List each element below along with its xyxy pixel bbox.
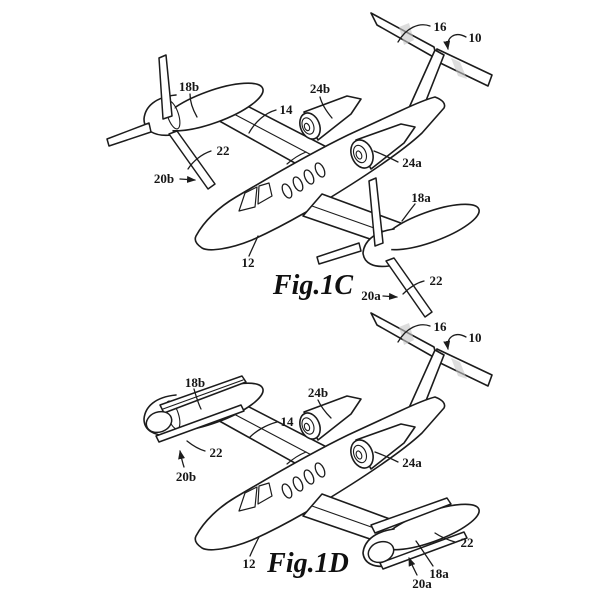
ref-label-22-left: 22 xyxy=(217,143,230,158)
ref-label-22-right: 22 xyxy=(430,273,443,288)
leader-line-12 xyxy=(248,235,259,257)
ref-label-20a: 20a xyxy=(361,288,381,303)
leader-line-12 xyxy=(249,536,260,557)
ref-label-12: 12 xyxy=(242,255,255,270)
ref-label-14: 14 xyxy=(281,414,295,429)
ref-label-24a: 24a xyxy=(402,155,422,170)
ref-label-18a: 18a xyxy=(429,566,449,581)
ref-label-24b: 24b xyxy=(308,385,328,400)
arrow-20b xyxy=(178,450,186,468)
ref-label-10: 10 xyxy=(469,30,482,45)
arrow-20a xyxy=(382,292,398,300)
leader-line-14 xyxy=(248,109,277,134)
patent-figure-1c: 16 10 18b 24b 14 22 20b 24a 18a 12 22 20… xyxy=(106,12,493,318)
leader-line-14 xyxy=(249,421,278,438)
ref-label-18b: 18b xyxy=(185,375,205,390)
leader-line-18b xyxy=(193,388,202,410)
arrow-10 xyxy=(443,334,467,350)
arrow-10 xyxy=(443,34,467,50)
ref-label-16: 16 xyxy=(434,319,448,334)
leader-line-16 xyxy=(397,24,431,43)
ref-label-24b: 24b xyxy=(310,81,330,96)
leader-line-24b xyxy=(319,96,333,119)
arrow-20a xyxy=(408,557,418,576)
ref-label-14: 14 xyxy=(280,102,294,117)
ref-label-20b: 20b xyxy=(154,171,174,186)
leader-line-22-left xyxy=(187,150,212,170)
figure-caption-1d: Fig.1D xyxy=(266,548,349,579)
leader-line-24a xyxy=(373,150,399,163)
ref-label-16: 16 xyxy=(434,19,448,34)
ref-label-20b: 20b xyxy=(176,469,196,484)
leader-line-18a xyxy=(401,203,416,222)
ref-label-22-left: 22 xyxy=(210,445,223,460)
ref-label-12: 12 xyxy=(243,556,256,571)
leader-line-24a xyxy=(374,451,399,463)
leader-line-18a xyxy=(415,540,434,567)
ref-label-18a: 18a xyxy=(411,190,431,205)
ref-label-10: 10 xyxy=(469,330,482,345)
leader-line-22-left xyxy=(186,440,206,452)
leader-line-22-right xyxy=(434,532,456,543)
leader-line-24b xyxy=(317,399,332,419)
patent-figure-1d: 16 10 18b 24b 14 22 20b 24a 22 18a 20a 1… xyxy=(142,312,493,591)
leader-line-16 xyxy=(397,324,431,343)
ref-label-22-right: 22 xyxy=(461,535,474,550)
leader-line-18b xyxy=(189,93,198,118)
leader-line-22-right xyxy=(402,280,425,295)
ref-label-18b: 18b xyxy=(179,79,199,94)
arrow-20b xyxy=(179,175,196,183)
ref-label-24a: 24a xyxy=(402,455,422,470)
ref-label-20a: 20a xyxy=(412,576,432,591)
figure-caption-1c: Fig.1C xyxy=(272,270,353,301)
